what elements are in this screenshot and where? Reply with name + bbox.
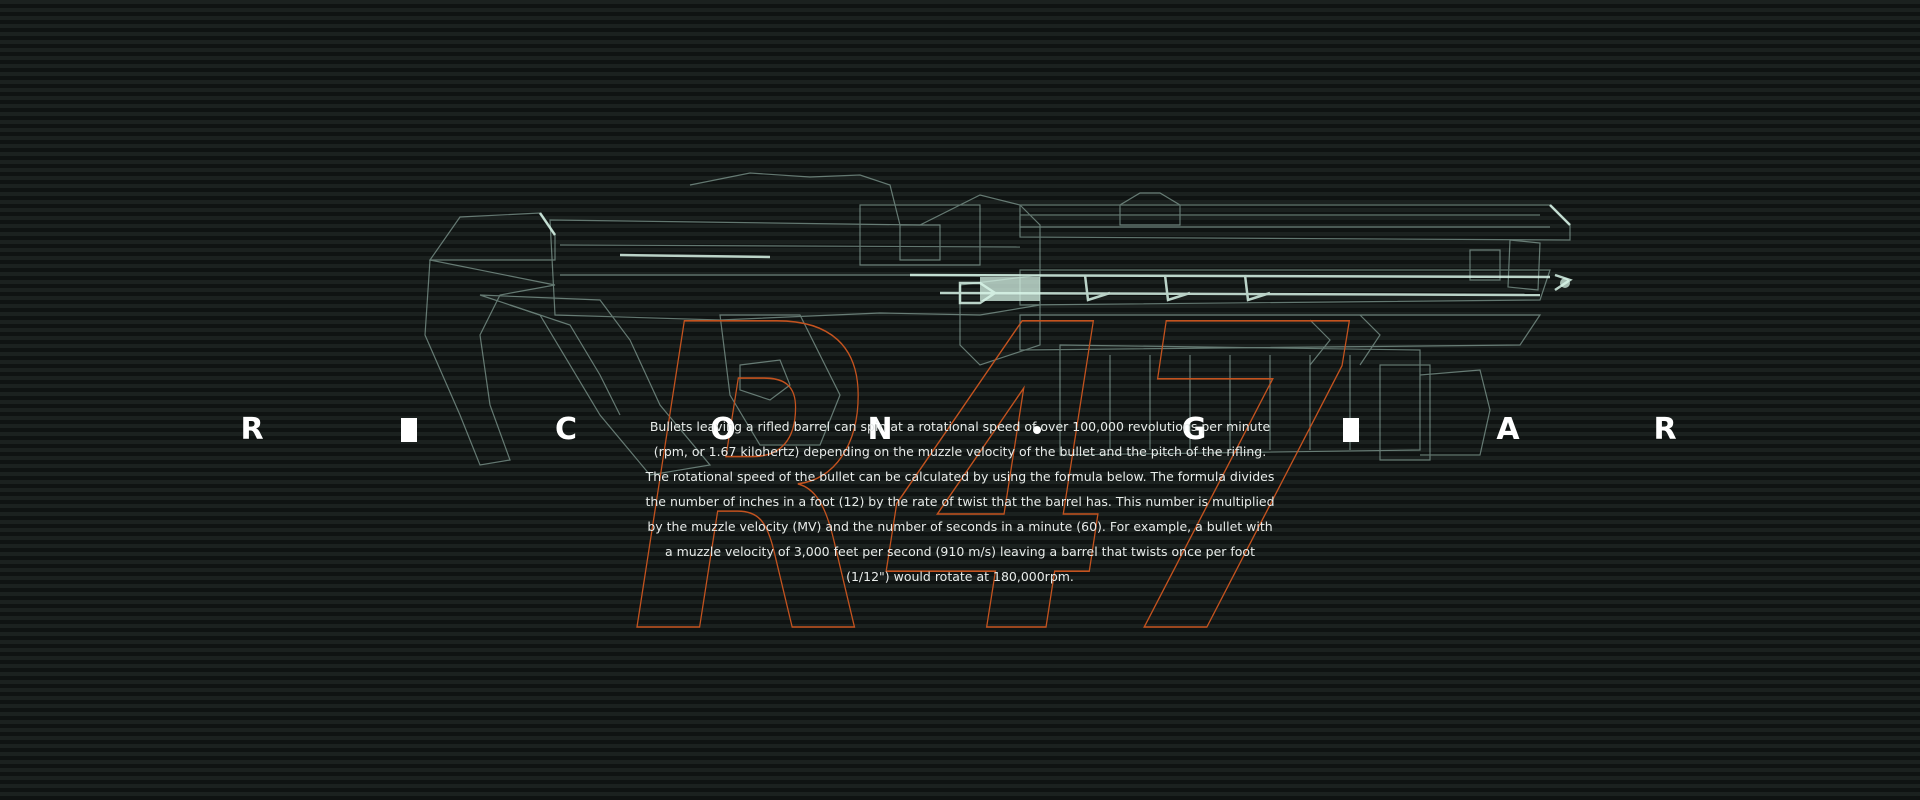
marquee-letter: A [1496, 412, 1520, 447]
marquee-block-glyph [1343, 418, 1359, 442]
marquee-letter: R [240, 412, 264, 447]
model-number-outline: R47 [629, 285, 1353, 635]
wireframe-rifle-illustration [424, 172, 1573, 476]
marquee-letter: R [1653, 412, 1677, 447]
model-number-text: R47 [630, 285, 1352, 635]
marquee-block-glyph [401, 418, 417, 442]
weapon-description: Bullets leaving a rifled barrel can spin… [645, 419, 1275, 584]
marquee-letter: C [554, 412, 578, 447]
marquee-dot-glyph [1033, 426, 1041, 434]
marquee-letter: G [1181, 412, 1207, 447]
marquee-letter: N [867, 412, 893, 447]
marquee-letter: O [710, 412, 736, 447]
